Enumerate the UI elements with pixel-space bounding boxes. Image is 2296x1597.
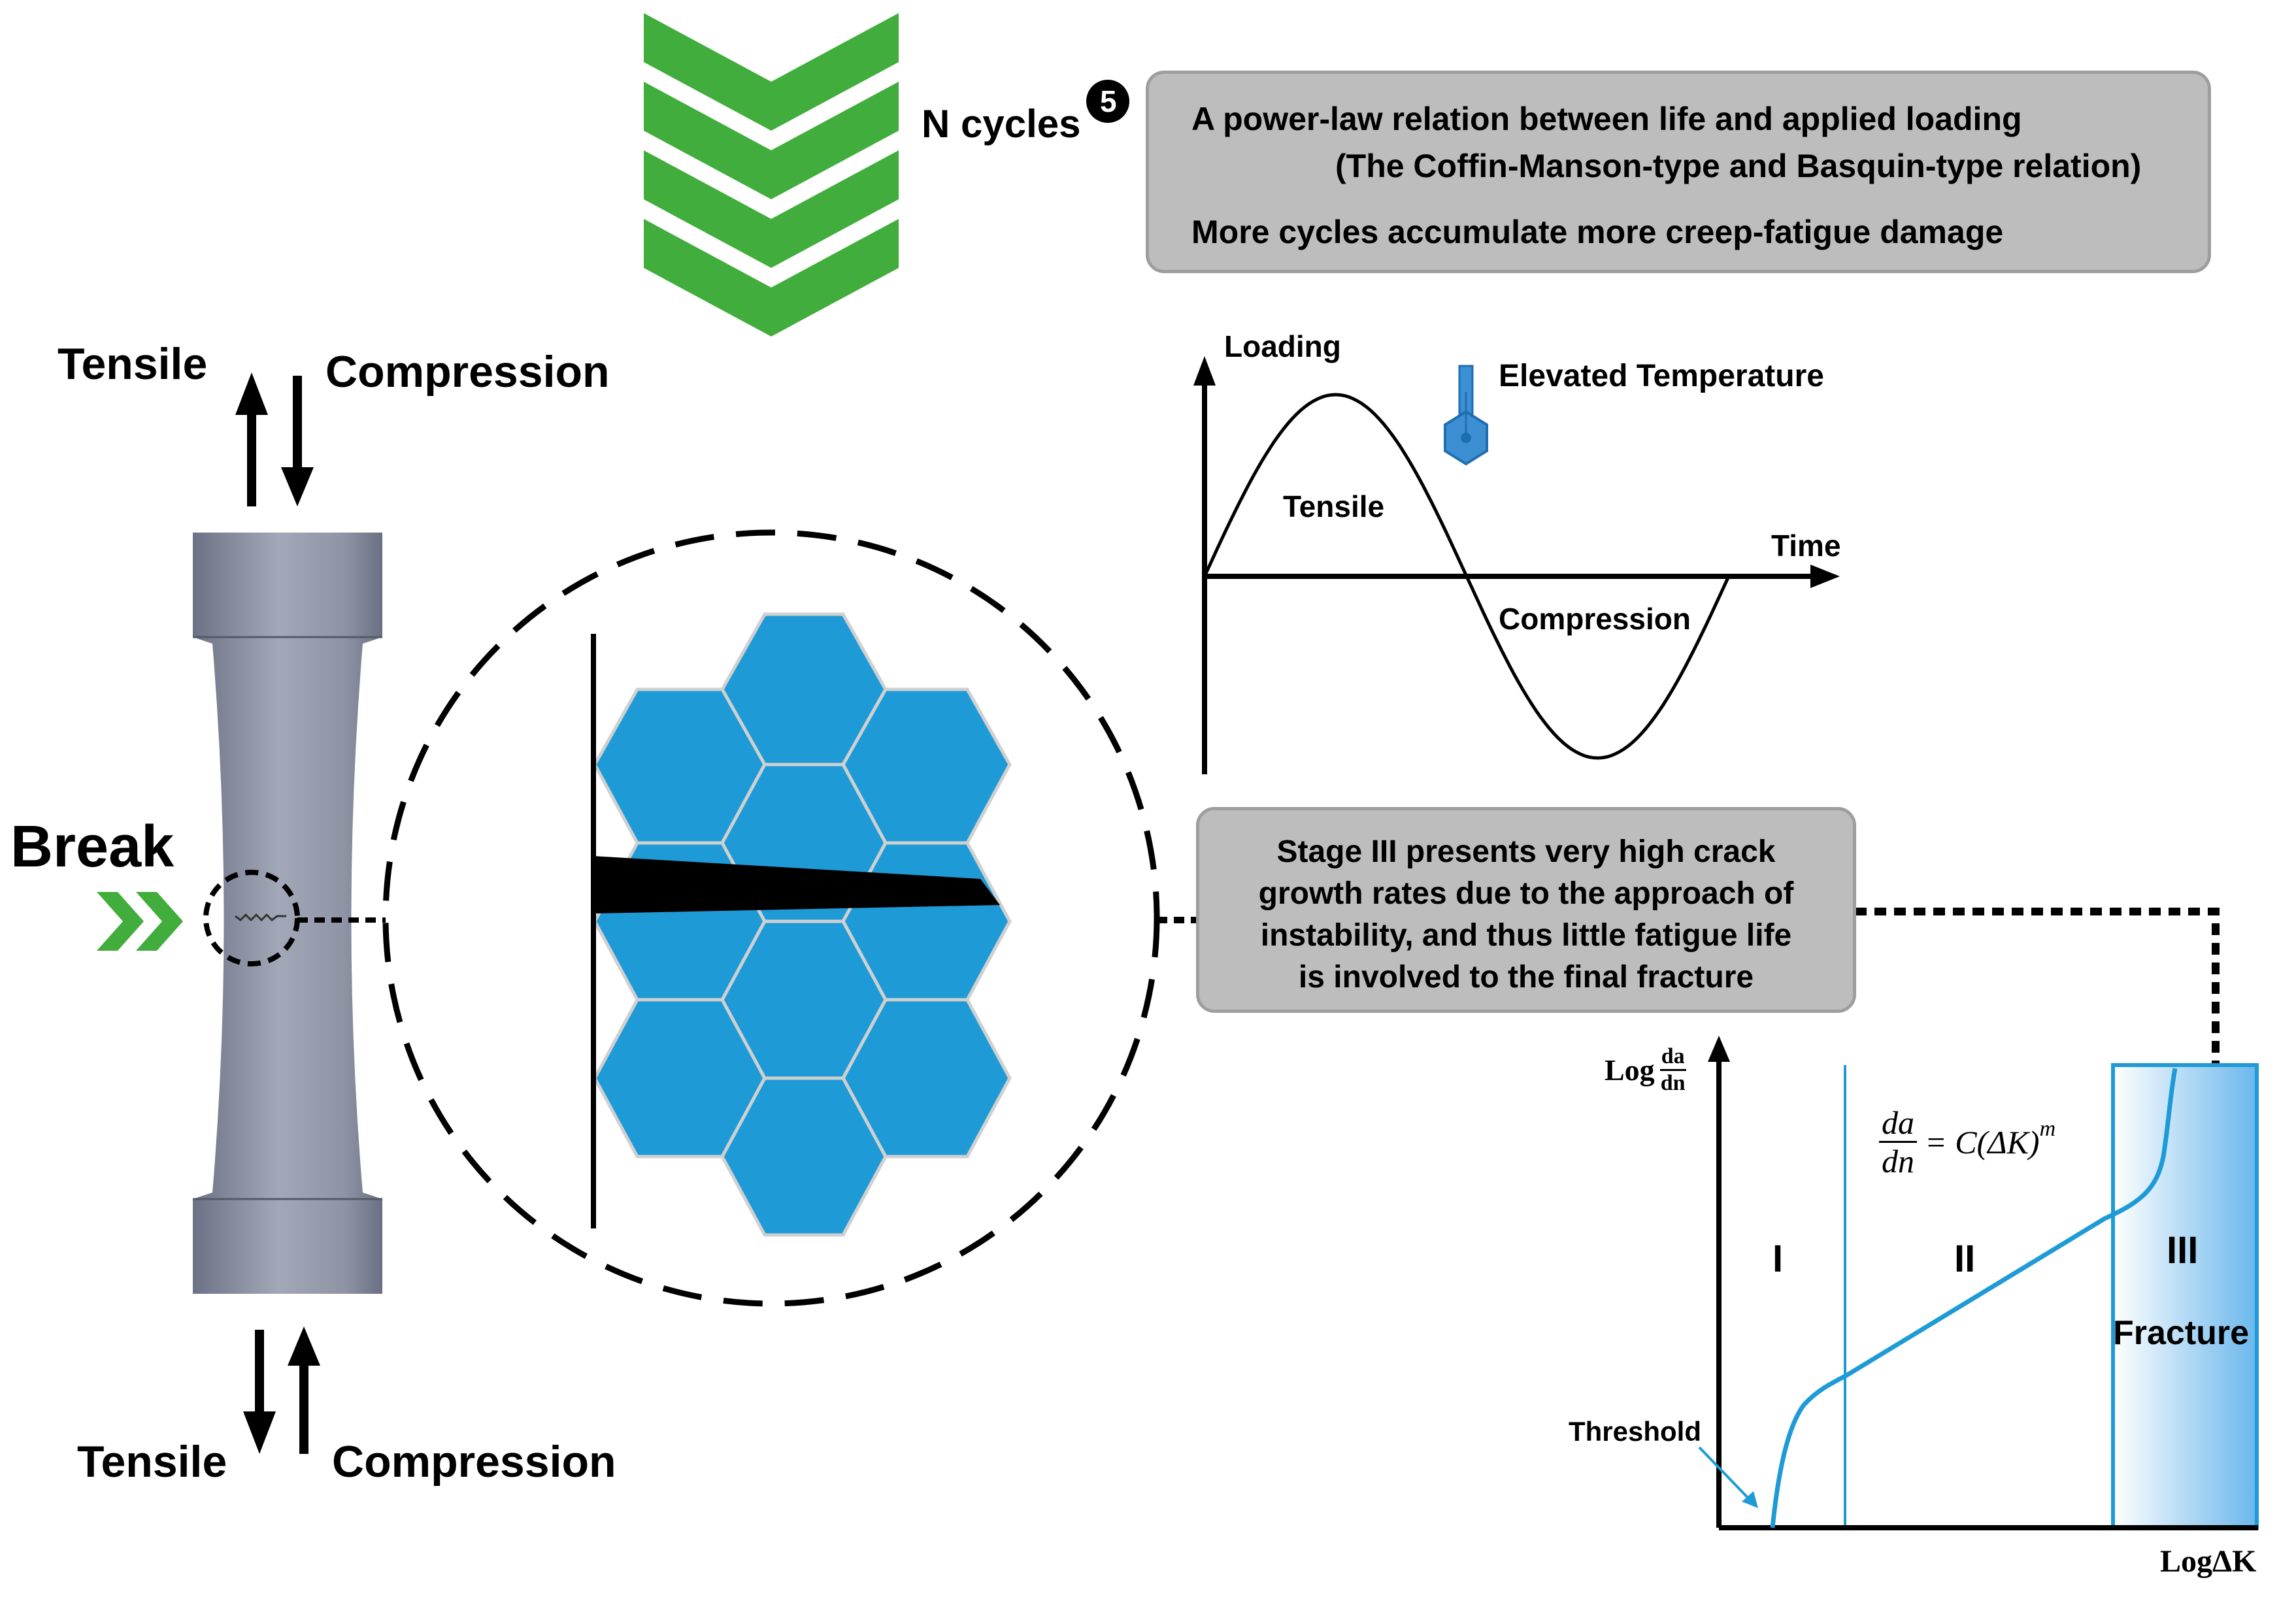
eq-exp: m xyxy=(2039,1116,2056,1141)
power-law-line3: More cycles accumulate more creep-fatigu… xyxy=(1191,214,2004,250)
crack-y-frac-num: da xyxy=(1659,1044,1686,1071)
region-two-label: II xyxy=(1954,1238,1976,1280)
crack-x-label: LogΔK xyxy=(2160,1544,2257,1579)
grain xyxy=(720,1076,888,1237)
compression-arrow-head-bottom xyxy=(288,1326,320,1366)
break-chevron-1 xyxy=(97,892,144,951)
cycles-chevrons xyxy=(644,13,899,337)
loading-y-label: Loading xyxy=(1224,329,1341,363)
bottom-compression-label: Compression xyxy=(332,1437,616,1487)
top-load-arrows xyxy=(235,372,314,506)
specimen xyxy=(193,533,382,1294)
chevron-3 xyxy=(644,150,899,268)
eq-rhs: = C(ΔK) xyxy=(1925,1123,2040,1161)
loading-x-label: Time xyxy=(1771,529,1841,563)
stage-box-line3: instability, and thus little fatigue lif… xyxy=(1260,918,1792,953)
break-chevron-2 xyxy=(136,892,183,951)
loading-compression-label: Compression xyxy=(1499,602,1691,636)
stage-connector-right xyxy=(1855,908,2220,1085)
top-tensile-label: Tensile xyxy=(58,339,208,389)
crack-y-label: Log da dn xyxy=(1605,1044,1686,1096)
region-three-label: III xyxy=(2167,1229,2199,1272)
bottom-load-arrows xyxy=(243,1326,320,1454)
cycles-label: N cycles xyxy=(922,102,1081,146)
tensile-arrow-head-bottom xyxy=(243,1411,276,1454)
loading-sine-wave xyxy=(1203,393,1731,760)
loading-chart-axes xyxy=(1193,356,1840,774)
crack-y-fraction: da dn xyxy=(1659,1044,1686,1096)
thermometer-icon xyxy=(1444,365,1488,466)
stage-box-line4: is involved to the final fracture xyxy=(1298,960,1754,995)
crack-wedge xyxy=(593,856,1000,914)
region-one-label: I xyxy=(1772,1238,1784,1280)
chevron-2 xyxy=(644,82,899,199)
power-law-box: A power-law relation between life and ap… xyxy=(1146,71,2211,273)
tensile-arrow-head xyxy=(235,372,268,415)
loading-y-arrowhead xyxy=(1193,356,1216,386)
break-chevrons xyxy=(97,892,183,951)
compression-arrow-head xyxy=(281,467,314,506)
crack-growth-curve xyxy=(1770,1068,2178,1528)
loading-tensile-label: Tensile xyxy=(1283,489,1385,523)
crack-y-arrowhead xyxy=(1708,1036,1730,1062)
crack-y-log: Log xyxy=(1605,1053,1655,1087)
cycles-badge-circle xyxy=(1086,80,1129,123)
crack-chart xyxy=(1698,1036,2259,1530)
stage-box-line1: Stage III presents very high crack xyxy=(1276,834,1776,869)
eq-den: dn xyxy=(1882,1143,1914,1179)
chevron-1 xyxy=(644,13,899,131)
bottom-tensile-label: Tensile xyxy=(77,1437,227,1487)
eq-fraction: da dn xyxy=(1879,1104,1917,1179)
stage-three-box: Stage III presents very high crack growt… xyxy=(1196,807,1856,1013)
specimen-body xyxy=(193,533,382,1294)
break-label: Break xyxy=(10,814,175,880)
crack-squiggle xyxy=(235,913,286,922)
stage-box-line2: growth rates due to the approach of xyxy=(1258,876,1794,911)
loading-x-arrowhead xyxy=(1810,565,1840,588)
threshold-label: Threshold xyxy=(1569,1416,1702,1447)
cycles-badge: 5 xyxy=(1100,84,1117,118)
top-compression-label: Compression xyxy=(325,347,610,397)
fracture-label: Fracture xyxy=(2113,1314,2250,1352)
eq-num: da xyxy=(1879,1104,1917,1143)
paris-law-equation: da dn = C(ΔK) m xyxy=(1879,1104,2055,1179)
crack-y-frac-den: dn xyxy=(1660,1071,1686,1095)
power-law-line2: (The Coffin-Manson-type and Basquin-type… xyxy=(1335,148,2142,184)
grain-structure xyxy=(593,612,1012,1237)
chevron-4 xyxy=(644,219,899,337)
threshold-pointer-head xyxy=(1742,1491,1758,1508)
elevated-temperature-label: Elevated Temperature xyxy=(1499,359,1824,393)
threshold-pointer xyxy=(1698,1446,1753,1503)
power-law-line1: A power-law relation between life and ap… xyxy=(1191,101,2022,137)
fracture-region xyxy=(2111,1063,2259,1530)
